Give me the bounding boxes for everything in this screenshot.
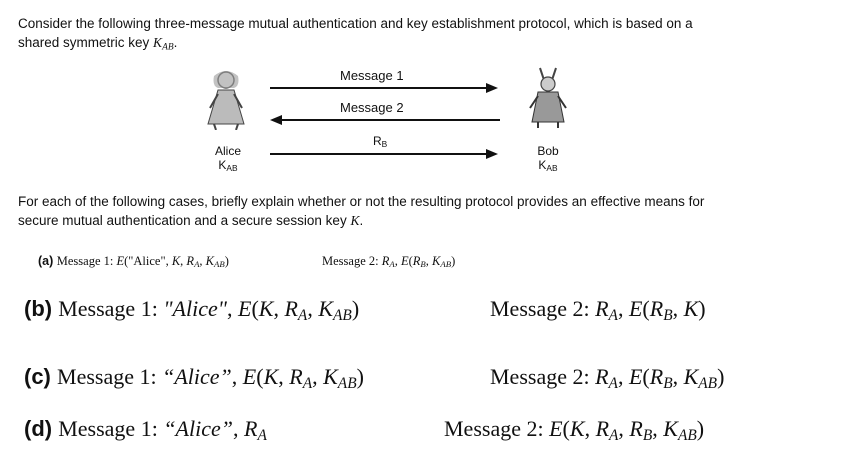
intro-line-2: shared symmetric key KAB. <box>18 35 178 53</box>
shared-key-symbol: K <box>153 35 163 50</box>
case-d-message-2: Message 2: E(K, RA, RB, KAB) <box>444 416 705 444</box>
alice-label: Alice KAB <box>214 144 241 174</box>
question-line-1: For each of the following cases, briefly… <box>18 194 705 209</box>
bob-label: Bob KAB <box>537 144 559 174</box>
case-d: (d) Message 1: “Alice”, RA <box>24 416 267 444</box>
case-c: (c) Message 1: “Alice”, E(K, RA, KAB) <box>24 364 364 392</box>
bob-figure-icon <box>529 67 567 128</box>
question-paragraph: For each of the following cases, briefly… <box>18 192 848 230</box>
case-c-message-2: Message 2: RA, E(RB, KAB) <box>490 364 725 392</box>
intro-paragraph: Consider the following three-message mut… <box>18 14 848 52</box>
arrow-head-right-icon <box>486 83 498 93</box>
message-1-label: Message 1 <box>340 68 404 83</box>
case-b: (b) Message 1: "Alice", E(K, RA, KAB) <box>24 296 360 324</box>
message-2-label: Message 2 <box>340 100 404 115</box>
case-b-message-2: Message 2: RA, E(RB, K) <box>490 296 706 324</box>
protocol-diagram: Alice KAB Bob KAB Message 1 Message 2 RB <box>200 62 580 182</box>
case-a: (a) Message 1: E("Alice", K, RA, KAB) <box>38 254 229 270</box>
alice-figure-icon <box>207 71 245 130</box>
arrow-head-right-icon <box>486 149 498 159</box>
question-line-2: secure mutual authentication and a secur… <box>18 213 364 228</box>
case-a-message-2: Message 2: RA, E(RB, KAB) <box>322 254 456 270</box>
arrow-head-left-icon <box>270 115 282 125</box>
message-arrows <box>270 83 500 159</box>
intro-line-1: Consider the following three-message mut… <box>18 16 693 31</box>
message-3-label: RB <box>373 134 388 150</box>
